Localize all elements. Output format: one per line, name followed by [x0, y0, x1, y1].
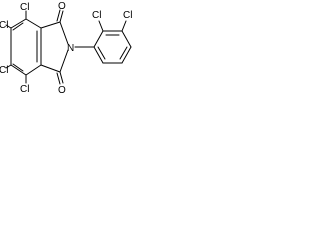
phenyl-chlorine-bonds	[98, 20, 127, 32]
dichlorophenyl-ring	[93, 30, 132, 64]
cl-phenyl-ortho-label: Cl	[92, 10, 101, 21]
imide-ring	[40, 21, 69, 73]
molecule-drawing: Cl Cl Cl Cl O O N Cl Cl	[0, 1, 132, 95]
cl-ring-bottom-label: Cl	[20, 84, 29, 95]
benzo-chlorine-bonds	[5, 10, 27, 84]
o-bottom-label: O	[58, 85, 66, 95]
carbonyl-bonds	[56, 9, 64, 85]
molecule-canvas: Cl Cl Cl Cl O O N Cl Cl	[0, 0, 163, 95]
n-imide-label: N	[67, 43, 74, 54]
cl-phenyl-meta-label: Cl	[123, 10, 132, 21]
cl-ring-top-label: Cl	[20, 2, 29, 13]
benzo-ring	[10, 18, 42, 76]
cl-ring-upper-left-label: Cl	[0, 20, 8, 31]
cl-ring-lower-left-label: Cl	[0, 65, 8, 76]
o-top-label: O	[58, 1, 66, 12]
